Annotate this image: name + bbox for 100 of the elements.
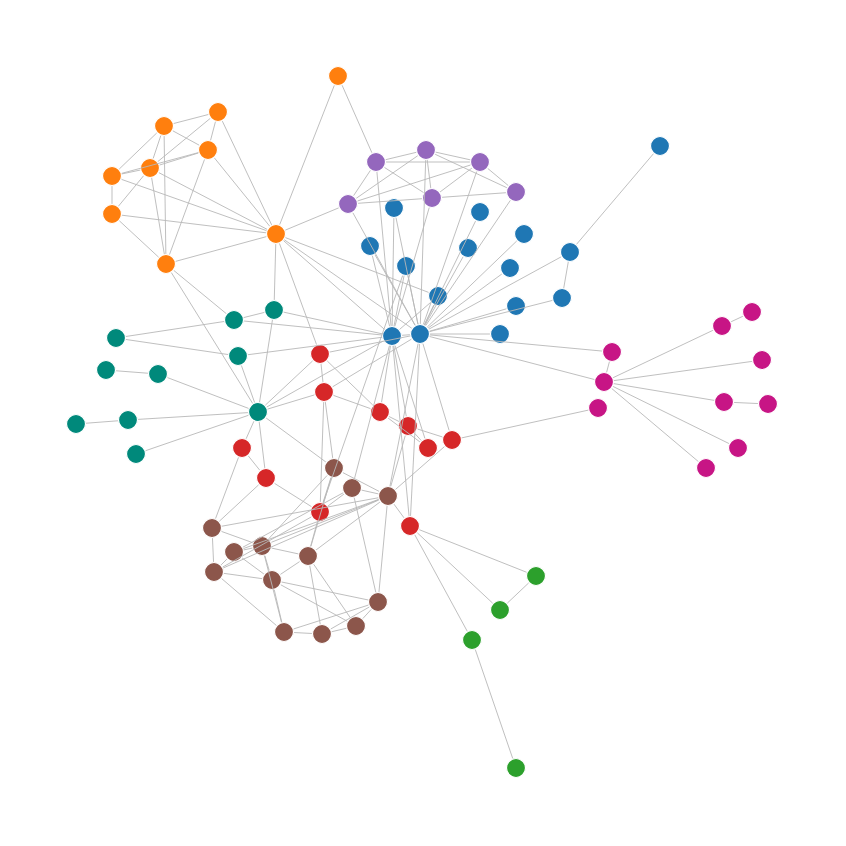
network-edge	[429, 336, 595, 380]
network-edge	[172, 130, 200, 146]
network-edge	[487, 168, 509, 186]
network-edge	[474, 649, 514, 759]
network-edge	[137, 412, 249, 420]
network-edge	[279, 84, 335, 226]
network-node	[415, 139, 437, 161]
network-edge	[353, 497, 377, 593]
network-edge	[354, 345, 390, 479]
network-edge	[279, 561, 301, 575]
network-node	[551, 287, 573, 309]
network-node	[505, 295, 527, 317]
network-node	[263, 299, 285, 321]
network-edge	[414, 534, 468, 632]
network-edge	[247, 455, 261, 471]
network-node	[327, 65, 349, 87]
network-node	[381, 325, 403, 347]
network-edge	[170, 272, 254, 404]
network-node	[153, 115, 175, 137]
network-edge	[270, 499, 380, 543]
network-edge	[264, 555, 270, 571]
network-edge	[429, 308, 507, 332]
network-edge	[374, 254, 416, 326]
network-edge	[416, 532, 494, 604]
network-node	[601, 341, 623, 363]
network-edge	[342, 472, 380, 492]
network-edge	[429, 300, 553, 332]
network-node	[147, 363, 169, 385]
network-edge	[223, 572, 263, 580]
network-edge	[733, 402, 759, 404]
network-edge	[355, 155, 419, 199]
network-edge	[612, 329, 714, 379]
network-node	[427, 285, 449, 307]
network-edge	[125, 339, 229, 355]
network-edge	[313, 563, 351, 619]
network-edge	[152, 135, 162, 159]
network-edge	[111, 185, 113, 205]
network-node	[207, 101, 229, 123]
network-node	[139, 157, 161, 179]
network-edge	[221, 497, 379, 527]
network-node	[399, 515, 421, 537]
network-node	[727, 437, 749, 459]
network-edge	[410, 343, 420, 517]
network-edge	[280, 584, 348, 622]
network-edge	[218, 484, 260, 522]
network-node	[297, 545, 319, 567]
network-edge	[387, 417, 421, 443]
network-node	[125, 443, 147, 465]
network-node	[593, 371, 615, 393]
network-edge	[341, 84, 373, 154]
network-edge	[121, 169, 141, 175]
network-edge	[215, 457, 239, 519]
network-edge	[241, 557, 265, 575]
network-edge	[389, 343, 419, 487]
network-edge	[506, 582, 530, 604]
network-node	[383, 197, 405, 219]
network-edge	[245, 420, 255, 440]
network-edge	[333, 394, 371, 410]
network-node	[441, 429, 463, 451]
network-node	[367, 591, 389, 613]
network-edge	[394, 207, 430, 327]
network-edge	[268, 474, 328, 540]
network-edge	[612, 386, 730, 444]
network-node	[377, 485, 399, 507]
network-edge	[243, 320, 383, 336]
network-edge	[606, 361, 610, 373]
network-edge	[157, 117, 211, 163]
network-edge	[293, 632, 313, 634]
network-edge	[434, 153, 508, 189]
network-edge	[611, 388, 699, 462]
network-node	[311, 623, 333, 645]
network-node	[525, 565, 547, 587]
network-edge	[310, 521, 318, 547]
network-edge	[422, 171, 478, 325]
network-edge	[279, 243, 317, 345]
network-node	[273, 621, 295, 643]
network-edge	[315, 501, 381, 551]
network-edge	[392, 345, 410, 517]
network-edge	[414, 433, 422, 441]
network-edge	[258, 421, 266, 469]
network-edge	[322, 275, 404, 503]
network-edge	[284, 207, 340, 231]
network-edge	[324, 401, 334, 459]
network-edge	[395, 446, 445, 490]
network-edge	[115, 370, 149, 374]
network-node	[505, 181, 527, 203]
network-node	[247, 401, 269, 423]
network-node	[711, 315, 733, 337]
network-edge	[210, 121, 216, 141]
network-edge	[428, 256, 562, 330]
network-edge	[212, 537, 214, 563]
network-edge	[730, 315, 744, 323]
network-edge	[243, 499, 379, 549]
network-edge	[163, 135, 167, 255]
network-edge	[378, 505, 388, 593]
network-edge	[169, 159, 205, 255]
network-node	[223, 541, 245, 563]
network-edge	[285, 237, 429, 293]
network-edge	[361, 489, 379, 495]
network-node	[489, 323, 511, 345]
